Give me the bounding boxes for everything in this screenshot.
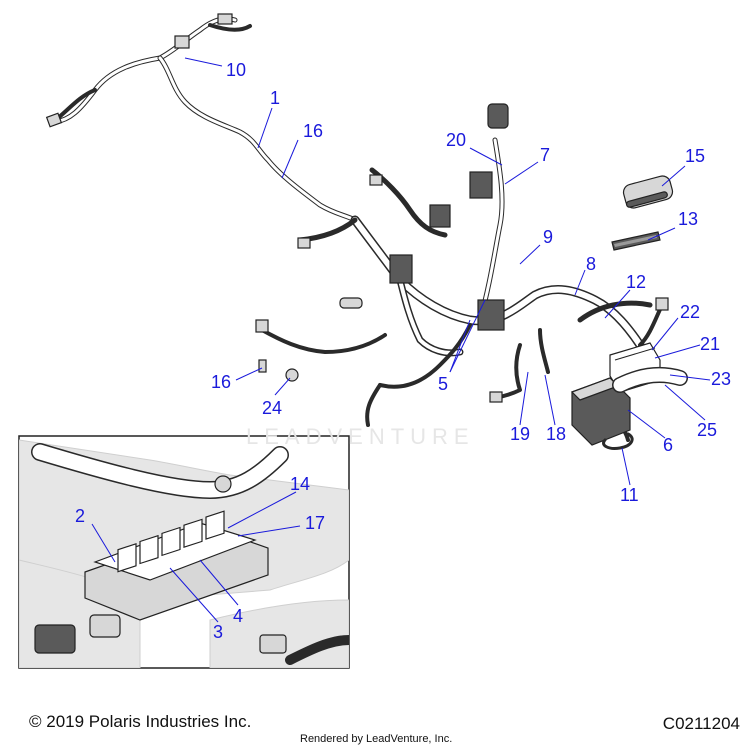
callout-14: 14 (290, 474, 310, 494)
callout-21: 21 (700, 334, 720, 354)
leader-lines (184, 57, 711, 486)
voltage-regulator (570, 377, 631, 446)
relays (117, 510, 225, 573)
wiring-harness-assembly (45, 13, 669, 442)
callout-13: 13 (678, 209, 698, 229)
callout-18: 18 (546, 424, 566, 444)
callout-25: 25 (697, 420, 717, 440)
ground-cable (602, 432, 634, 450)
callout-22: 22 (680, 302, 700, 322)
watermark: LEADVENTURE (246, 424, 475, 449)
conduit (612, 366, 688, 393)
callout-10: 10 (226, 60, 246, 80)
callout-20: 20 (446, 130, 466, 150)
callout-17: 17 (305, 513, 325, 533)
callout-11: 11 (620, 485, 639, 505)
callout-12: 12 (626, 272, 646, 292)
copyright-text: © 2019 Polaris Industries Inc. (29, 712, 252, 731)
callout-5: 5 (438, 374, 448, 394)
diagram-code: C0211204 (662, 714, 740, 733)
callout-24: 24 (262, 398, 282, 418)
wire-clip (258, 359, 267, 373)
grommet-plug (285, 368, 299, 382)
fuse-label (611, 231, 661, 251)
inset-detail: 2 14 17 4 3 (18, 435, 350, 669)
callout-8: 8 (586, 254, 596, 274)
callout-19: 19 (510, 424, 530, 444)
callout-6: 6 (663, 435, 673, 455)
callout-16-upper: 16 (303, 121, 323, 141)
callout-15: 15 (685, 146, 705, 166)
callouts-main: 10 1 16 20 7 15 13 9 8 12 22 21 23 25 5 … (211, 60, 731, 505)
callout-9: 9 (543, 227, 553, 247)
callout-23: 23 (711, 369, 731, 389)
callout-7: 7 (540, 145, 550, 165)
callout-1: 1 (270, 88, 280, 108)
callout-4: 4 (233, 606, 243, 626)
callout-16-lower: 16 (211, 372, 231, 392)
callout-2: 2 (75, 506, 85, 526)
fuse-cover (622, 175, 674, 209)
callout-3: 3 (213, 622, 223, 642)
rendered-by-text: Rendered by LeadVenture, Inc. (300, 733, 453, 745)
